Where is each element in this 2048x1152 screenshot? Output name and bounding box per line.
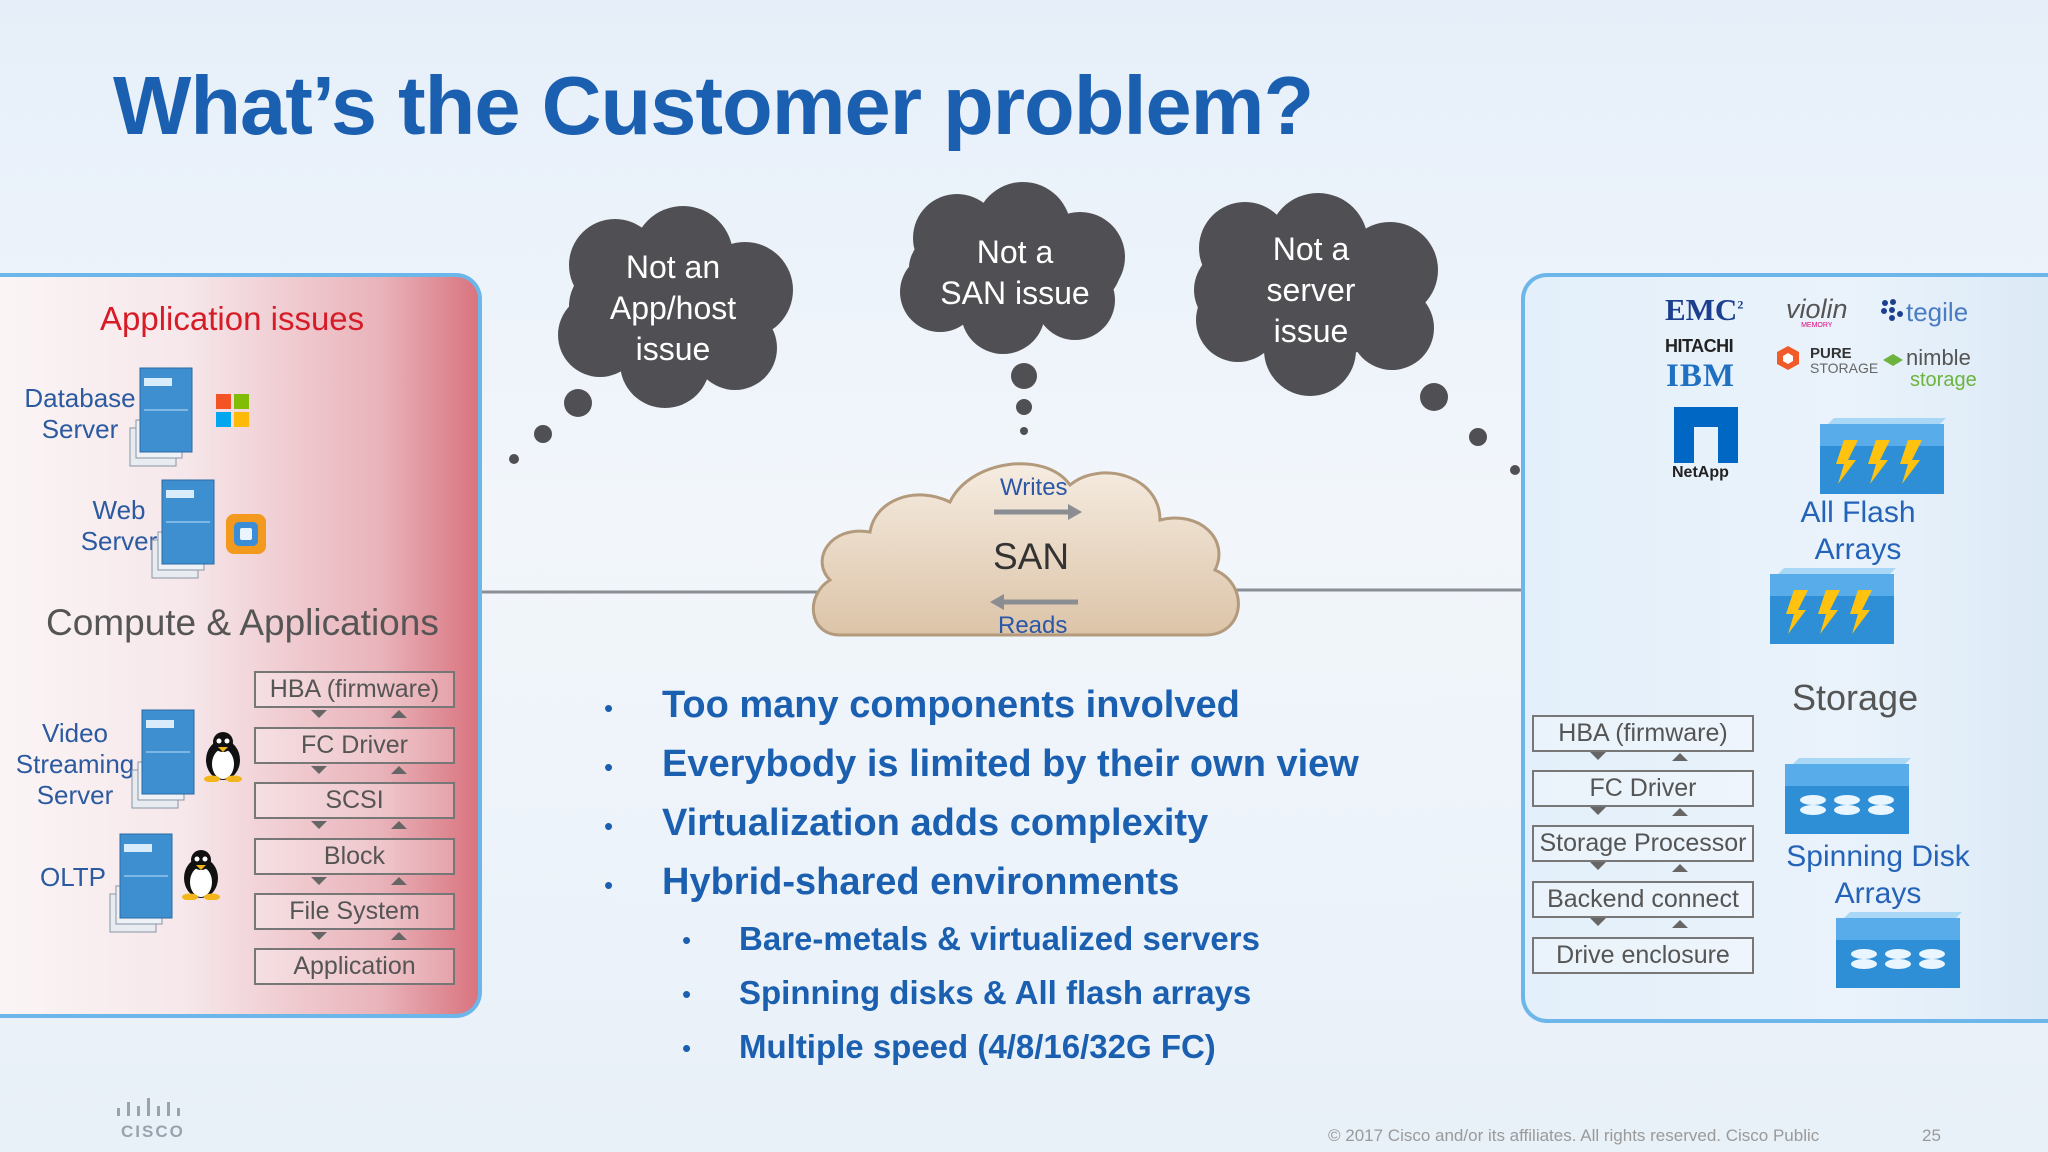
stack-arrows-icon <box>311 710 407 940</box>
nimble-mark-icon <box>1883 354 1903 366</box>
sub-bullet-item: Multiple speed (4/8/16/32G FC) <box>739 1028 1216 1065</box>
stack-layer-drive-enclosure: Drive enclosure <box>1532 937 1754 974</box>
disk-array-icon <box>1836 912 1962 988</box>
server-icon <box>109 833 173 933</box>
sub-bullet-marker: • <box>682 1033 692 1063</box>
bullet-marker: • <box>604 870 614 900</box>
writes-arrow-icon <box>994 504 1082 520</box>
linux-penguin-icon <box>204 732 242 782</box>
stack-arrows-icon <box>1590 752 1688 928</box>
bullet-marker: • <box>604 752 614 782</box>
stack-layer-file-system: File System <box>254 893 455 930</box>
web-server-label: Web Server <box>80 495 158 556</box>
flash-array-icon <box>1770 568 1896 644</box>
bullet-marker: • <box>604 811 614 841</box>
san-cloud-icon <box>811 462 1240 637</box>
bullet-item: Virtualization adds complexity <box>662 802 1209 844</box>
not-server-bubble: Not a server issue <box>1266 231 1356 349</box>
oltp-label: OLTP <box>40 862 106 892</box>
compute-applications-heading: Compute & Applications <box>46 602 439 643</box>
reads-arrow-icon <box>990 594 1078 610</box>
bullet-marker: • <box>604 693 614 723</box>
bullet-item: Everybody is limited by their own view <box>662 743 1359 785</box>
sub-bullet-item: Bare-metals & virtualized servers <box>739 920 1260 957</box>
hitachi-logo: HITACHI <box>1665 336 1734 356</box>
stack-layer-fc-driver: FC Driver <box>1532 770 1754 807</box>
vmware-logo-icon <box>226 514 266 554</box>
writes-label: Writes <box>1000 474 1068 501</box>
stack-layer-block: Block <box>254 838 455 875</box>
flash-array-icon <box>1820 418 1946 494</box>
bullet-item: Hybrid-shared environments <box>662 861 1180 903</box>
stack-layer-backend-connect: Backend connect <box>1532 881 1754 918</box>
pure-storage-logo: PURE STORAGE <box>1810 345 1879 376</box>
not-app-host-bubble: Not an App/host issue <box>609 249 737 367</box>
page-number: 25 <box>1922 1126 1941 1145</box>
stack-layer-scsi: SCSI <box>254 782 455 819</box>
database-server-label: Database Server <box>24 383 136 444</box>
netapp-mark-icon <box>1674 407 1738 463</box>
netapp-logo: NetApp <box>1672 464 1729 481</box>
reads-label: Reads <box>998 612 1068 639</box>
cisco-logo: CISCO <box>121 1122 185 1141</box>
tegile-logo: tegile <box>1906 297 1969 327</box>
windows-logo-icon <box>216 394 249 427</box>
stack-layer-application: Application <box>254 948 455 985</box>
ibm-logo: IBM <box>1666 358 1735 394</box>
storage-heading: Storage <box>1792 677 1919 718</box>
server-icon <box>131 709 195 809</box>
server-icon <box>129 367 193 467</box>
spinning-disk-arrays-label: Spinning Disk Arrays <box>1786 840 1970 910</box>
sub-bullet-item: Spinning disks & All flash arrays <box>739 974 1252 1011</box>
not-san-bubble: Not a SAN issue <box>940 234 1090 311</box>
stack-layer-hba: HBA (firmware) <box>1532 715 1754 752</box>
video-server-label: Video Streaming Server <box>15 718 135 810</box>
sub-bullet-marker: • <box>682 979 692 1009</box>
disk-array-icon <box>1785 758 1911 834</box>
emc-logo: EMC2 <box>1665 292 1744 327</box>
application-issues-heading: Application issues <box>100 300 365 337</box>
nimble-storage-logo: nimble storage <box>1906 345 1977 392</box>
san-label: SAN <box>993 536 1070 577</box>
page-title: What’s the Customer problem? <box>113 59 1314 152</box>
copyright-text: © 2017 Cisco and/or its affiliates. All … <box>1328 1126 1820 1145</box>
server-icon <box>151 479 215 579</box>
violin-logo: violin MEMORY <box>1786 294 1848 330</box>
stack-layer-hba: HBA (firmware) <box>254 671 455 708</box>
tegile-mark-icon <box>1881 299 1903 321</box>
storage-panel <box>1521 273 2048 1023</box>
bullet-item: Too many components involved <box>662 684 1240 726</box>
all-flash-arrays-label: All Flash Arrays <box>1800 496 1916 566</box>
stack-layer-fc-driver: FC Driver <box>254 727 455 764</box>
linux-penguin-icon <box>182 850 220 900</box>
cisco-bars-icon <box>117 1098 180 1116</box>
pure-storage-mark-icon <box>1777 346 1799 370</box>
stack-layer-storage-processor: Storage Processor <box>1532 825 1754 862</box>
sub-bullet-marker: • <box>682 925 692 955</box>
